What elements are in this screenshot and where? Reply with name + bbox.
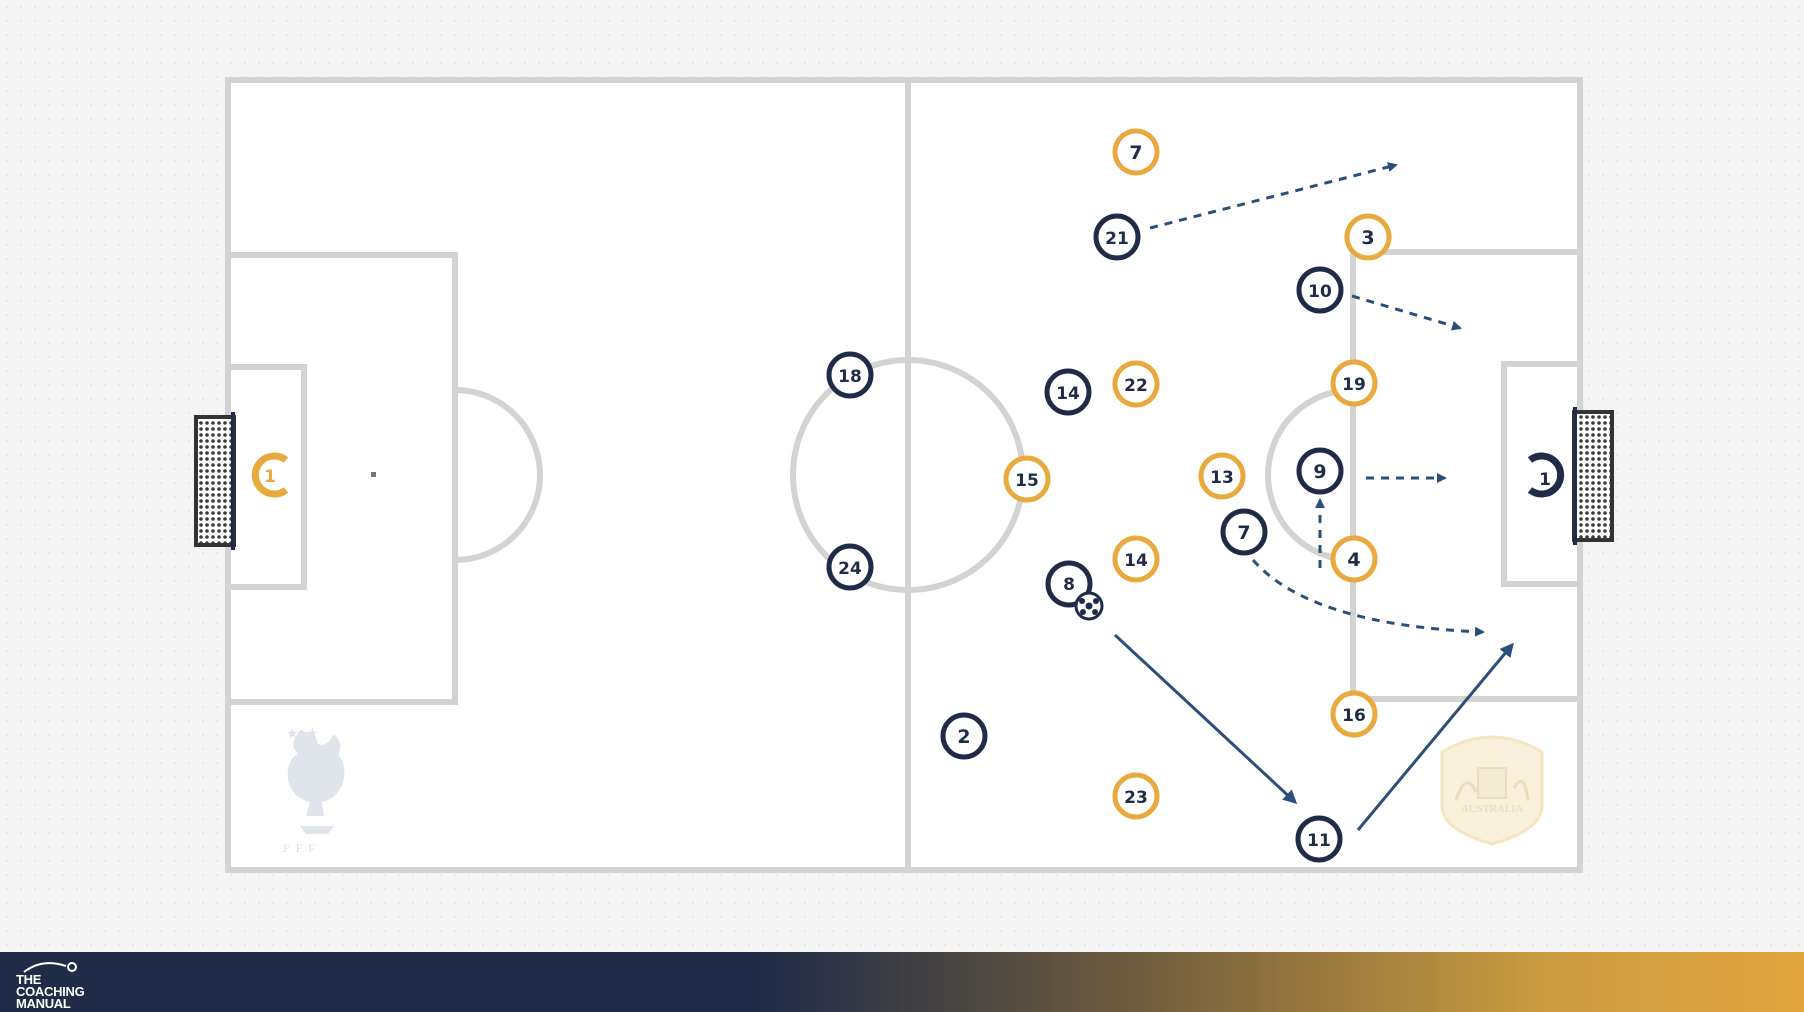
run-arrow-21 [1149,162,1398,230]
player-number: 11 [1307,831,1331,851]
player-gold[interactable]: 4 [1330,535,1378,583]
goalkeeper-number: 1 [264,467,276,487]
svg-text:★: ★ [306,726,319,742]
player-number: 2 [957,726,970,748]
goalkeeper-navy[interactable]: 1 [1527,452,1565,498]
player-navy[interactable]: 21 [1093,213,1141,261]
goalkeeper-number: 1 [1539,470,1551,490]
france-crest-text: FFF [283,841,321,855]
player-navy[interactable]: 14 [1044,368,1092,416]
player-gold[interactable]: 7 [1112,128,1160,176]
svg-text:★: ★ [286,726,299,742]
left-penalty-spot [371,472,376,477]
brand-logo: THE COACHING MANUAL [16,960,96,1010]
australia-crest-icon [1440,735,1544,846]
right-penalty-arc [1265,387,1354,563]
player-number: 22 [1124,376,1148,396]
player-navy[interactable]: 10 [1296,266,1344,314]
run-arrow-10 [1351,294,1462,331]
left-goal [194,412,236,550]
player-navy[interactable]: 9 [1296,447,1344,495]
player-number: 18 [838,367,862,387]
run-arrow-7 [1251,559,1485,637]
france-crest: ★ ★ FFF [283,726,345,855]
player-navy[interactable]: 2 [940,712,988,760]
player-number: 10 [1308,282,1332,302]
australia-crest: AUSTRALIA [1440,735,1544,846]
player-navy[interactable]: 8 [1045,560,1093,608]
player-number: 15 [1015,471,1039,491]
footer-bar: THE COACHING MANUAL [0,952,1804,1012]
player-number: 24 [838,559,862,579]
brand-line: MANUAL [16,996,71,1011]
tactics-board: ★ ★ FFF AUSTRALIA 1 1 7 21 [194,77,1614,873]
player-number: 16 [1342,706,1366,726]
movement-arrows [1113,162,1514,831]
player-number: 14 [1124,551,1148,571]
pitch [225,77,1583,873]
brand-line: COACHING [16,984,85,999]
whistle-icon [23,962,77,973]
australia-crest-text: AUSTRALIA [1461,803,1523,815]
player-gold[interactable]: 22 [1112,360,1160,408]
pass-arrow-11-forward [1356,642,1514,831]
player-gold[interactable]: 3 [1344,213,1392,261]
brand-line: THE [16,972,42,987]
player-number: 21 [1105,229,1129,249]
soccer-ball-icon[interactable] [1074,591,1104,621]
goalkeeper-gold[interactable]: 1 [251,452,289,498]
player-gold[interactable]: 15 [1003,455,1051,503]
pass-arrow-8-to-11 [1113,633,1298,805]
player-number: 19 [1342,375,1366,395]
player-number: 14 [1056,384,1080,404]
player-gold[interactable]: 16 [1330,690,1378,738]
player-navy[interactable]: 18 [826,351,874,399]
right-goal [1572,407,1614,545]
player-number: 4 [1347,549,1360,571]
pitch-outline [225,77,1583,873]
player-number: 8 [1063,575,1075,595]
player-navy[interactable]: 7 [1220,508,1268,556]
player-navy[interactable]: 24 [826,543,874,591]
player-number: 23 [1124,788,1148,808]
player-gold[interactable]: 23 [1112,772,1160,820]
player-number: 9 [1313,461,1326,483]
left-penalty-arc [454,387,543,563]
player-number: 13 [1210,468,1234,488]
player-navy[interactable]: 11 [1295,815,1343,863]
player-number: 7 [1129,142,1142,164]
player-number: 3 [1361,227,1374,249]
player-gold[interactable]: 14 [1112,535,1160,583]
player-number: 7 [1237,522,1250,544]
player-gold[interactable]: 19 [1330,359,1378,407]
rooster-icon: ★ ★ [286,726,345,834]
player-gold[interactable]: 13 [1198,452,1246,500]
